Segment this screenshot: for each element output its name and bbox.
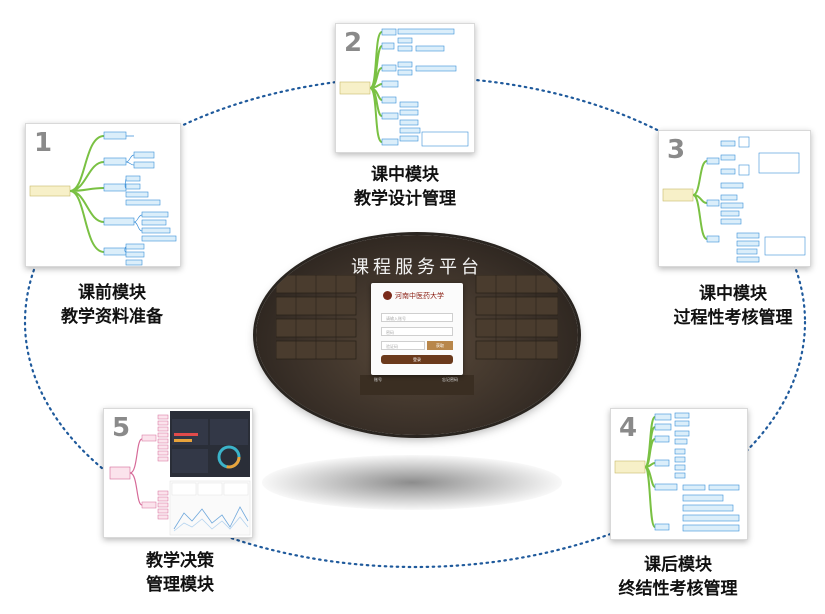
dashboard-thumbnail-5 [109, 411, 251, 536]
mindmap-thumbnail-3 [662, 136, 806, 263]
module-5-line1: 教学决策 [146, 551, 214, 571]
login-footer-left[interactable]: 账号 [374, 377, 382, 382]
module-card-3: 3 [658, 130, 811, 267]
captcha-input[interactable]: 验证码 [381, 341, 425, 350]
module-label-1: 课前模块 教学资料准备 [42, 281, 182, 329]
module-card-4: 4 [610, 408, 748, 540]
module-4-line2: 终结性考核管理 [618, 579, 738, 599]
mindmap-thumbnail-2 [339, 28, 469, 147]
module-number-4: 4 [619, 413, 638, 443]
module-number-1: 1 [34, 128, 53, 158]
module-2-line1: 课中模块 [371, 165, 439, 185]
mindmap-thumbnail-4 [614, 412, 740, 532]
module-label-4: 课后模块 终结性考核管理 [598, 553, 758, 601]
module-3-line2: 过程性考核管理 [673, 308, 793, 328]
bookshelf-background [276, 275, 558, 395]
login-footer-right[interactable]: 忘记密码 [442, 377, 458, 382]
platform-login-preview: 课程服务平台 河南中医药大学 请输入账号 密码 验证码 获取 登录 账号 忘记密… [256, 235, 578, 435]
module-number-2: 2 [344, 28, 363, 58]
module-label-5: 教学决策 管理模块 [110, 549, 250, 597]
module-number-3: 3 [667, 135, 686, 165]
login-panel: 河南中医药大学 请输入账号 密码 验证码 获取 登录 [371, 283, 463, 375]
module-card-5: 5 [103, 408, 253, 538]
module-label-3: 课中模块 过程性考核管理 [653, 282, 813, 330]
school-seal-icon [383, 291, 392, 300]
module-4-line1: 课后模块 [644, 555, 712, 575]
mindmap-thumbnail-1 [29, 131, 177, 266]
password-input[interactable]: 密码 [381, 327, 453, 336]
module-card-1: 1 [25, 123, 181, 267]
school-logo: 河南中医药大学 [383, 291, 451, 301]
module-5-line2: 管理模块 [146, 575, 214, 595]
module-card-2: 2 [335, 23, 475, 153]
module-1-line2: 教学资料准备 [61, 307, 163, 327]
username-input[interactable]: 请输入账号 [381, 313, 453, 322]
module-label-2: 课中模块 教学设计管理 [335, 163, 475, 211]
school-name: 河南中医药大学 [395, 292, 444, 300]
captcha-button[interactable]: 获取 [427, 341, 453, 350]
platform-shadow [262, 455, 562, 510]
module-1-line1: 课前模块 [78, 283, 146, 303]
login-button[interactable]: 登录 [381, 355, 453, 364]
module-number-5: 5 [112, 413, 131, 443]
module-3-line1: 课中模块 [699, 284, 767, 304]
module-2-line2: 教学设计管理 [354, 189, 456, 209]
platform-title: 课程服务平台 [351, 257, 483, 278]
